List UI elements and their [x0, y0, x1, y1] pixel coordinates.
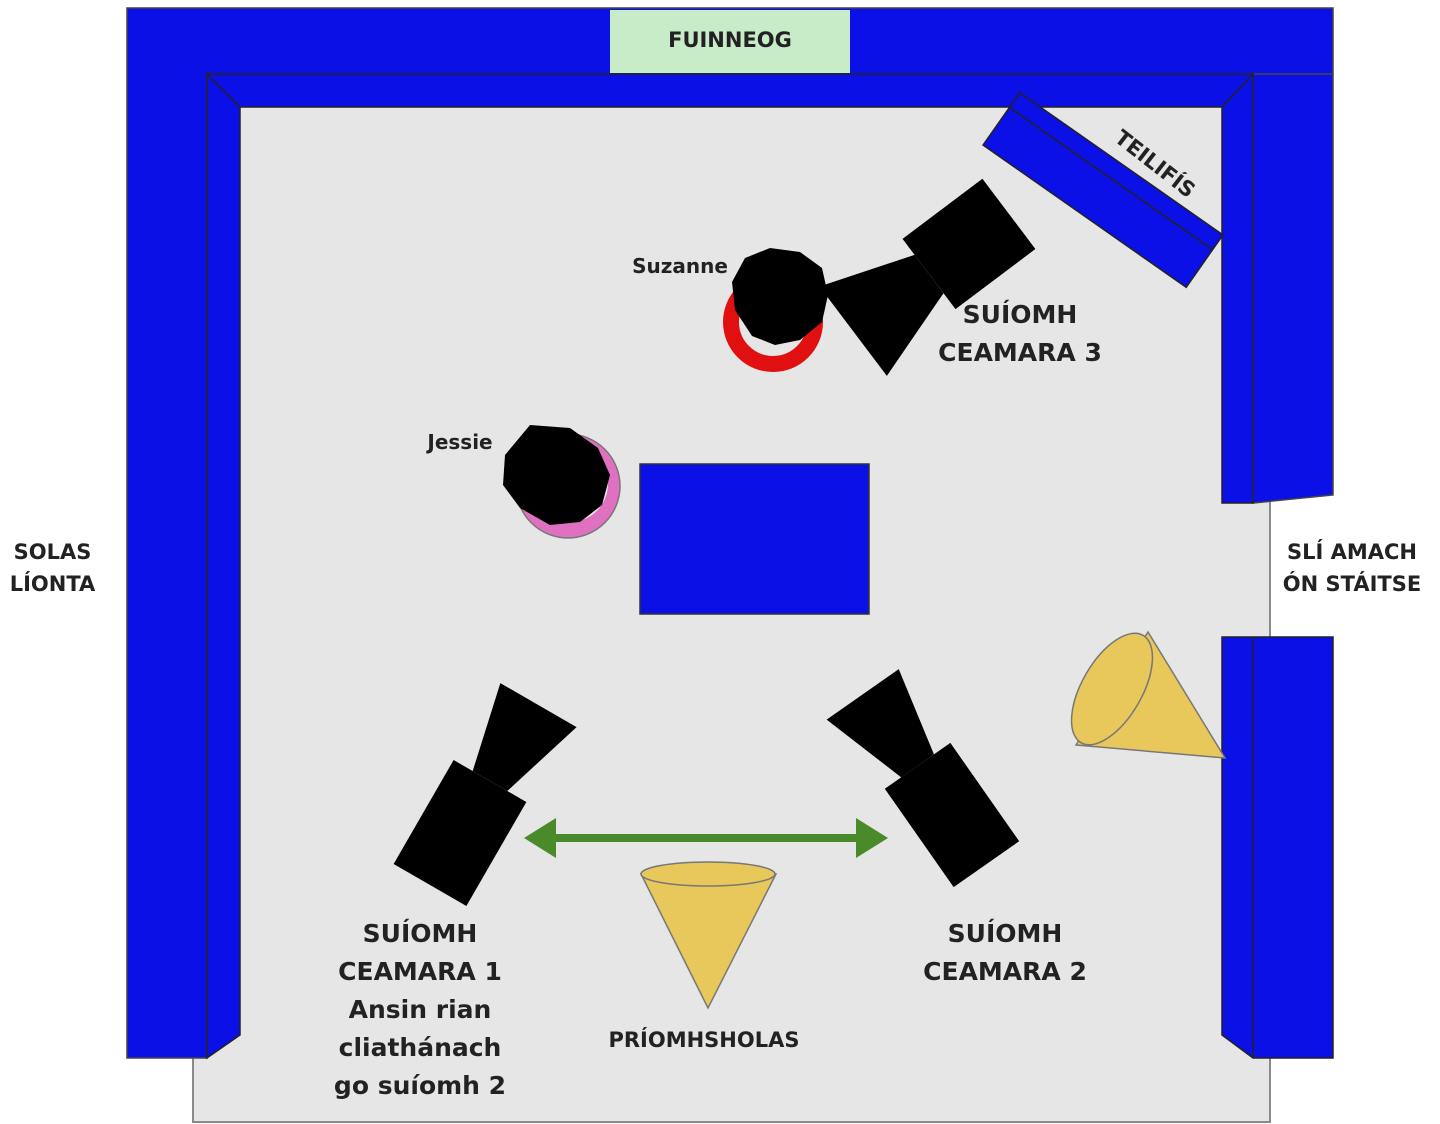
stage-exit-label-line-2: ÓN STÁITSE	[1282, 572, 1422, 596]
camera-2-label-line-1: SUÍOMH	[947, 919, 1063, 948]
left-inner-bevel	[206, 72, 241, 1060]
dolly-arrow-left-head	[524, 818, 556, 858]
camera-3-label-line-2: CEAMARA 3	[938, 338, 1102, 367]
camera-1-label-line-5: go suíomh 2	[333, 1071, 507, 1100]
top-inner-bevel	[205, 73, 1255, 108]
right-wall-upper	[1252, 73, 1334, 504]
fill-light-label-line-1: SOLAS	[13, 540, 92, 564]
studio-walls	[126, 7, 1334, 1060]
jessie-figure	[503, 425, 621, 539]
camera-2	[826, 669, 1020, 888]
stage-exit-label-line-1: SLÍ AMACH	[1286, 540, 1418, 564]
right-upper-bevel	[1221, 72, 1254, 504]
camera-3	[819, 178, 1036, 376]
suzanne-label: Suzanne	[632, 254, 728, 278]
right-wall-lower	[1221, 636, 1334, 1059]
suzanne-figure	[723, 248, 828, 372]
table	[639, 463, 870, 615]
camera-3-label-line-1: SUÍOMH	[962, 300, 1078, 329]
window	[610, 10, 850, 73]
dolly-arrow-right-head	[856, 818, 888, 858]
camera-2-label-line-2: CEAMARA 2	[923, 957, 1087, 986]
camera-1-label-line-1: SUÍOMH	[362, 919, 478, 948]
stage-exit-label: SLÍ AMACH ÓN STÁITSE	[1272, 536, 1432, 600]
tv	[982, 91, 1224, 289]
camera-3-label: SUÍOMH CEAMARA 3	[910, 296, 1130, 372]
key-light	[639, 861, 778, 1010]
camera-1-label-line-4: cliathánach	[338, 1033, 502, 1062]
camera-1-label-line-2: CEAMARA 1	[338, 957, 502, 986]
camera-1-label: SUÍOMH CEAMARA 1 Ansin rian cliathánach …	[300, 915, 540, 1105]
suzanne-head	[732, 248, 828, 345]
side-light	[1070, 630, 1227, 759]
camera-1-label-line-3: Ansin rian	[348, 995, 492, 1024]
window-label: FUINNEOG	[668, 28, 792, 52]
fill-light-label-line-2: LÍONTA	[9, 572, 96, 596]
camera-1	[393, 683, 577, 906]
fill-light-label: SOLAS LÍONTA	[0, 536, 105, 600]
jessie-label: Jessie	[427, 430, 493, 454]
camera-2-label: SUÍOMH CEAMARA 2	[895, 915, 1115, 991]
jessie-head	[503, 425, 610, 525]
key-light-label: PRÍOMHSHOLAS	[608, 1028, 800, 1052]
